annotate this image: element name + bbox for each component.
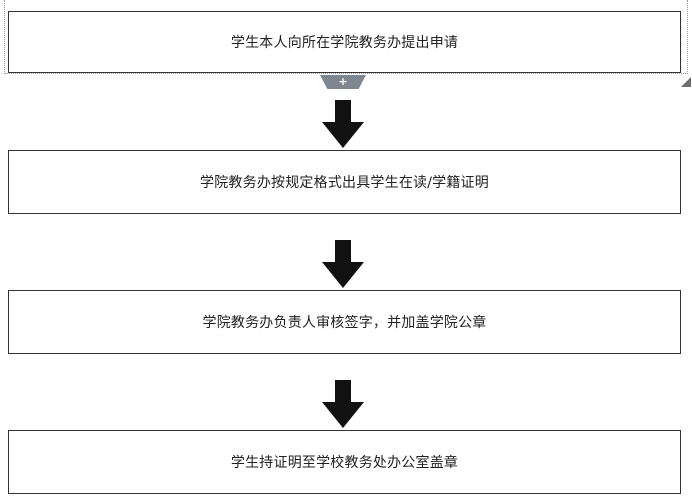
step-box-university-stamp[interactable]: 学生持证明至学校教务处办公室盖章 (8, 430, 681, 494)
step-box-review-seal[interactable]: 学院教务办负责人审核签字，并加盖学院公章 (8, 290, 681, 354)
step-label-issue-certificate: 学院教务办按规定格式出具学生在读/学籍证明 (200, 175, 489, 191)
step-box-apply[interactable]: 学生本人向所在学院教务办提出申请 (8, 11, 681, 73)
add-block-button[interactable]: + (320, 75, 366, 89)
selection-frame (4, 0, 688, 74)
resize-corner-icon[interactable] (681, 77, 691, 87)
arrow-down-icon (322, 240, 364, 288)
step-label-apply: 学生本人向所在学院教务办提出申请 (230, 35, 459, 51)
step-label-university-stamp: 学生持证明至学校教务处办公室盖章 (230, 455, 459, 471)
step-label-review-seal: 学院教务办负责人审核签字，并加盖学院公章 (202, 315, 487, 331)
step-box-issue-certificate[interactable]: 学院教务办按规定格式出具学生在读/学籍证明 (8, 150, 681, 214)
plus-icon: + (338, 75, 348, 88)
arrow-down-icon (322, 100, 364, 148)
arrow-down-icon (322, 380, 364, 428)
